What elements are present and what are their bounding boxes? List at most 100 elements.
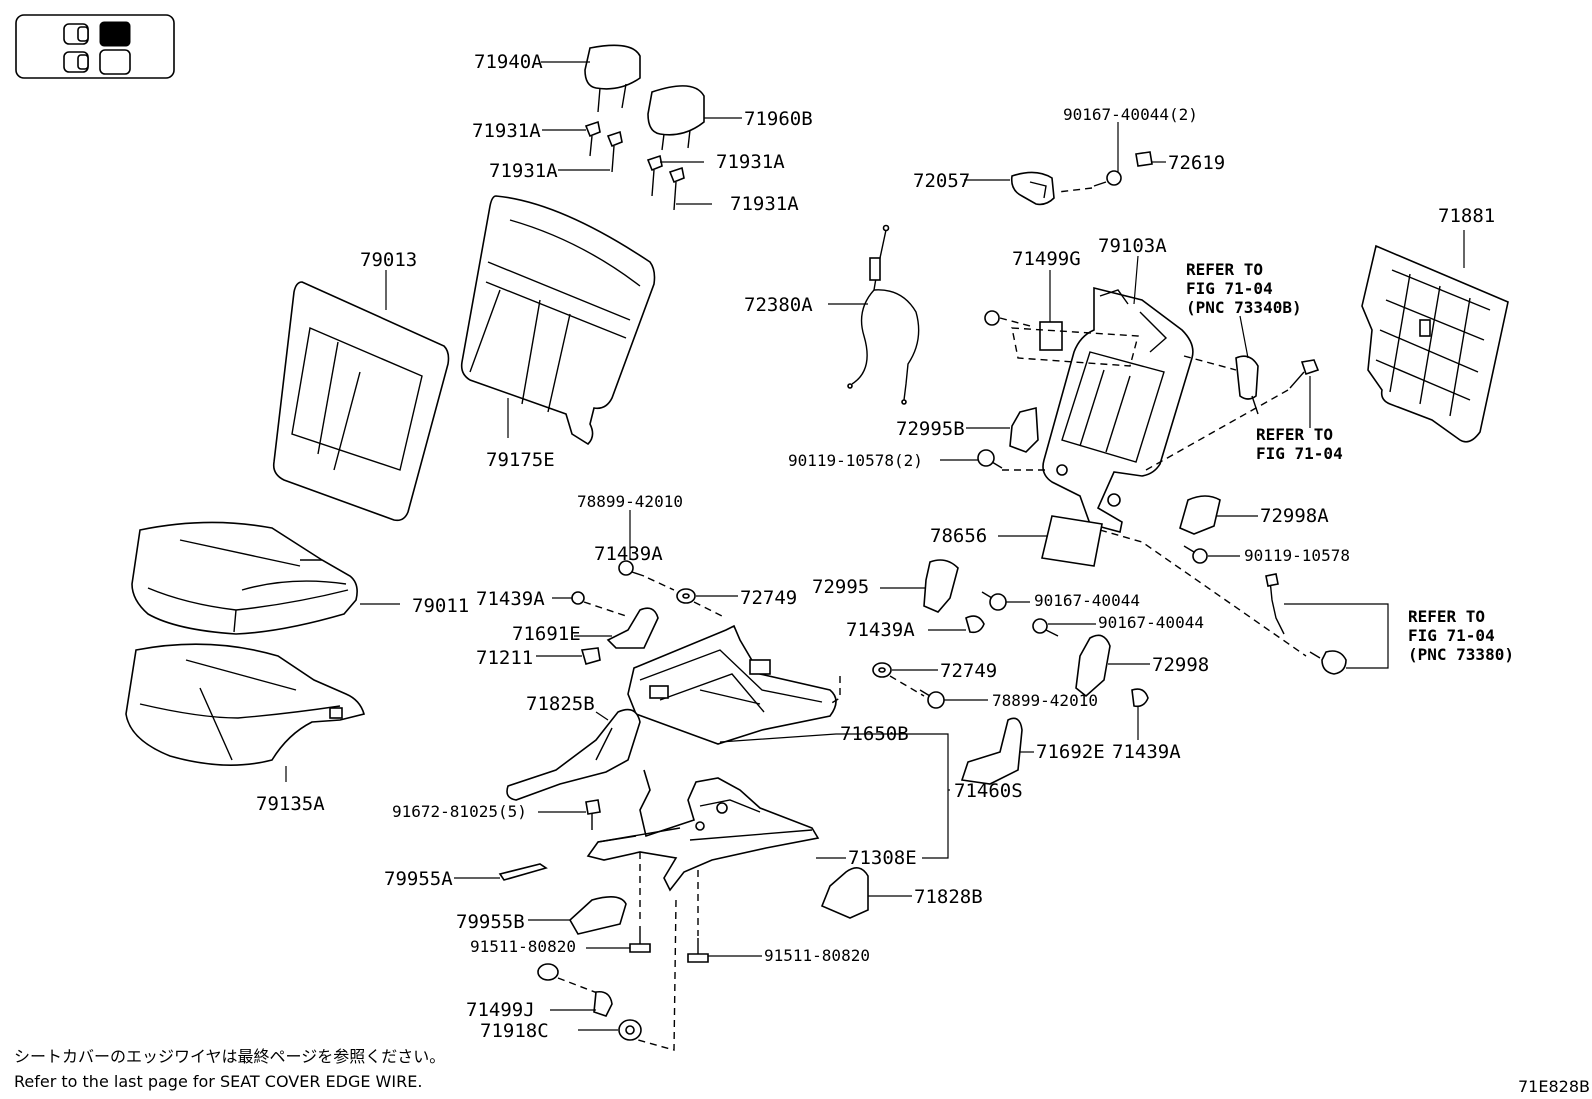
label-79175E: 79175E [486, 449, 555, 471]
label-71650B: 71650B [840, 723, 909, 745]
seatback-pad-79175E [460, 195, 656, 446]
ref1-line3: (PNC 73340B) [1186, 298, 1302, 317]
bolt-78899-42010-a [618, 510, 675, 591]
label-71931A-2: 71931A [489, 160, 558, 182]
bolt-ref-71-04 [1145, 359, 1320, 471]
ref2-line1: REFER TO [1256, 425, 1333, 444]
cover-72998A [1179, 495, 1258, 535]
label-91511-80820-a: 91511-80820 [470, 937, 576, 956]
label-90167-40044-a: 90167-40044 [1034, 591, 1140, 610]
label-71499J: 71499J [466, 999, 535, 1021]
label-72749-a: 72749 [740, 587, 797, 609]
label-79955B: 79955B [456, 911, 525, 933]
label-72749-b: 72749 [940, 660, 997, 682]
label-71439A-c: 71439A [846, 619, 915, 641]
headrest-support-71931A-group [542, 120, 712, 211]
label-71931A-4: 71931A [730, 193, 799, 215]
clip-72057 [964, 171, 1055, 206]
label-78899-42010-a: 78899-42010 [577, 492, 683, 511]
label-71960B: 71960B [744, 108, 813, 130]
figure-code: 71E828B [1518, 1077, 1590, 1096]
seatback-frame-79103A [1042, 255, 1194, 533]
label-90119-10578: 90119-10578 [1244, 546, 1350, 565]
label-79013: 79013 [360, 249, 417, 271]
label-71439A-d: 71439A [1112, 741, 1181, 763]
ref3-line3: (PNC 73380) [1408, 645, 1514, 664]
label-71211: 71211 [476, 647, 533, 669]
washer-72749-b [872, 662, 938, 697]
label-71439A-b: 71439A [476, 588, 545, 610]
label-90119-10578-2: 90119-10578(2) [788, 451, 923, 470]
label-90167-40044-b: 90167-40044 [1098, 613, 1204, 632]
bolt-90167-40044-a [981, 591, 1030, 611]
clip-71211 [536, 647, 601, 665]
label-90167-40044-2: 90167-40044(2) [1063, 105, 1198, 124]
bolt-90119-10578-2 [940, 449, 1046, 471]
label-79135A: 79135A [256, 793, 325, 815]
bolt-91672-81025-5 [538, 799, 601, 830]
cap-71918C [578, 1019, 642, 1041]
cap-72619 [1135, 151, 1166, 167]
label-71828B: 71828B [914, 886, 983, 908]
back-board-71881 [1361, 230, 1509, 443]
bracket-71499G [984, 270, 1139, 367]
seat-cushion-cover-79011 [131, 521, 400, 635]
label-71499G: 71499G [1012, 248, 1081, 270]
ref3-line2: FIG 71-04 [1408, 626, 1495, 645]
label-71692E: 71692E [1036, 741, 1105, 763]
trim-79955A [454, 863, 548, 881]
cover-79955B [528, 896, 627, 935]
seat-cushion-pad-79135A [125, 643, 365, 782]
label-79955A: 79955A [384, 868, 453, 890]
cable-72380A [828, 224, 920, 405]
cushion-frame-71650B [627, 624, 949, 859]
label-71308E: 71308E [848, 847, 917, 869]
cover-71825B [506, 708, 641, 801]
label-91672-81025-5: 91672-81025(5) [392, 802, 527, 821]
label-71940A: 71940A [474, 51, 543, 73]
bolt-78899-42010-b [919, 689, 988, 709]
bolt-91511-80820-b [687, 938, 762, 963]
reference-notes: REFER TO FIG 71-04 (PNC 73340B) REFER TO… [1186, 260, 1514, 664]
label-72995B: 72995B [896, 418, 965, 440]
washer-72749-a [676, 588, 738, 619]
cover-71691E [574, 607, 659, 649]
note-english: Refer to the last page for SEAT COVER ED… [14, 1072, 422, 1091]
ref1-line2: FIG 71-04 [1186, 279, 1273, 298]
label-72057: 72057 [913, 170, 970, 192]
ref1-line1: REFER TO [1186, 260, 1263, 279]
cover-71828B [820, 867, 912, 919]
headrest-71960B [647, 85, 742, 151]
bolt-90167-40044-2 [1057, 122, 1122, 193]
label-78656: 78656 [930, 525, 987, 547]
note-japanese: シートカバーのエッジワイヤは最終ページを参照ください。 [14, 1047, 445, 1066]
label-72998: 72998 [1152, 654, 1209, 676]
ref2-line2: FIG 71-04 [1256, 444, 1343, 463]
label-71931A-1: 71931A [472, 120, 541, 142]
belt-anchor [1265, 573, 1389, 675]
label-71460S: 71460S [954, 780, 1023, 802]
label-72619: 72619 [1168, 152, 1225, 174]
seat-position-indicator [15, 14, 175, 79]
belt-guide [1183, 315, 1259, 415]
seatback-cover-79013 [272, 270, 450, 522]
clip-71439A-b [552, 591, 627, 617]
headrest-71940A [541, 44, 641, 113]
cover-72998 [1075, 634, 1150, 698]
label-72380A: 72380A [744, 294, 813, 316]
label-72995: 72995 [812, 576, 869, 598]
bolt-90167-40044-b [1032, 618, 1096, 637]
label-78899-42010-b: 78899-42010 [992, 691, 1098, 710]
label-71439A-a: 71439A [594, 543, 663, 565]
bolt-90119-10578 [1183, 545, 1240, 564]
label-71825B: 71825B [526, 693, 595, 715]
label-91511-80820-b: 91511-80820 [764, 946, 870, 965]
part-labels: 71940A 71960B 71931A 71931A 71931A 71931… [256, 51, 1495, 1042]
label-71691E: 71691E [512, 623, 581, 645]
label-79103A: 79103A [1098, 235, 1167, 257]
clip-71439A-d [1131, 688, 1149, 740]
label-71931A-3: 71931A [716, 151, 785, 173]
label-71881: 71881 [1438, 205, 1495, 227]
cover-72995 [880, 559, 959, 613]
